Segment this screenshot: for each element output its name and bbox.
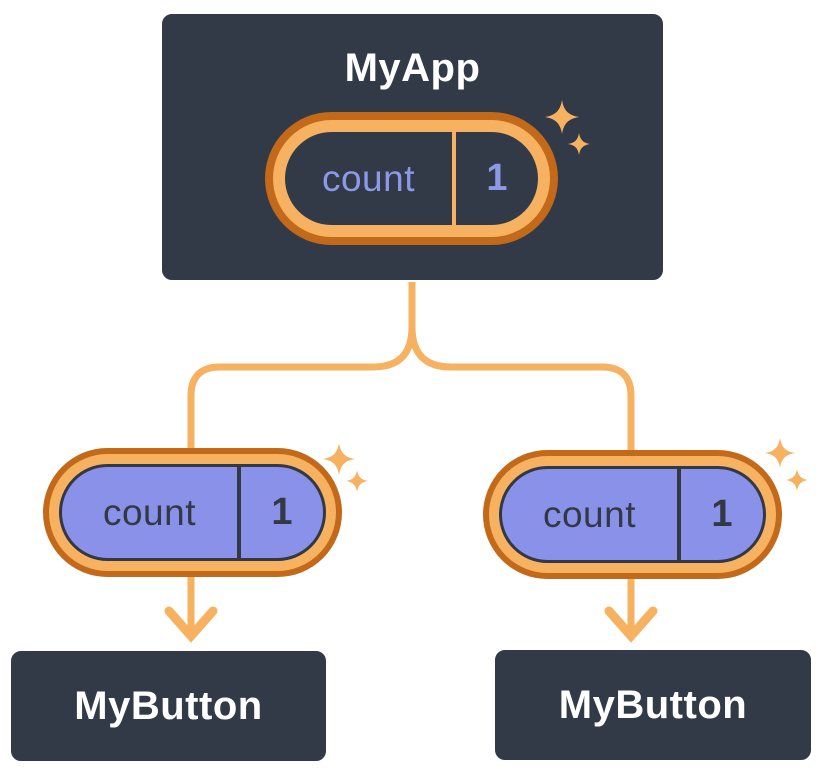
down-arrow-icon bbox=[164, 606, 218, 643]
sparkle-icon bbox=[765, 438, 795, 468]
state-pill-myapp: count 1 bbox=[265, 112, 558, 245]
state-value-label: 1 bbox=[486, 157, 508, 199]
state-pill-divider bbox=[237, 467, 241, 558]
state-pill-ring: count 1 bbox=[489, 456, 776, 573]
component-title-myapp: MyApp bbox=[344, 46, 481, 90]
state-value-label: 1 bbox=[271, 491, 293, 533]
state-pill-mybutton-right: count 1 bbox=[483, 450, 782, 579]
state-name-label: count bbox=[542, 493, 636, 535]
state-pill-body: count 1 bbox=[499, 466, 766, 563]
state-pill-divider bbox=[452, 132, 456, 225]
component-title-mybutton-right: MyButton bbox=[558, 682, 748, 727]
down-arrow-icon bbox=[604, 606, 658, 643]
state-name-label: count bbox=[102, 491, 196, 533]
sparkle-icon bbox=[786, 469, 808, 491]
state-pill-ring: count 1 bbox=[49, 454, 336, 571]
state-value-label: 1 bbox=[711, 493, 733, 535]
state-pill-ring: count 1 bbox=[273, 120, 550, 237]
state-pill-body: count 1 bbox=[59, 464, 326, 561]
component-box-mybutton-left: MyButton bbox=[9, 649, 328, 763]
component-box-myapp: MyApp count 1 bbox=[160, 12, 665, 282]
connector-right-branch bbox=[408, 326, 635, 451]
component-box-mybutton-right: MyButton bbox=[493, 648, 813, 762]
state-pill-body: count 1 bbox=[285, 132, 538, 225]
state-pill-mybutton-left: count 1 bbox=[43, 448, 342, 577]
state-name-label: count bbox=[321, 157, 415, 199]
sparkle-icon bbox=[346, 470, 368, 492]
connector-stem-left-branch bbox=[187, 280, 416, 451]
state-pill-divider bbox=[677, 469, 681, 560]
sparkle-icon bbox=[323, 443, 355, 475]
component-title-mybutton-left: MyButton bbox=[74, 683, 263, 728]
